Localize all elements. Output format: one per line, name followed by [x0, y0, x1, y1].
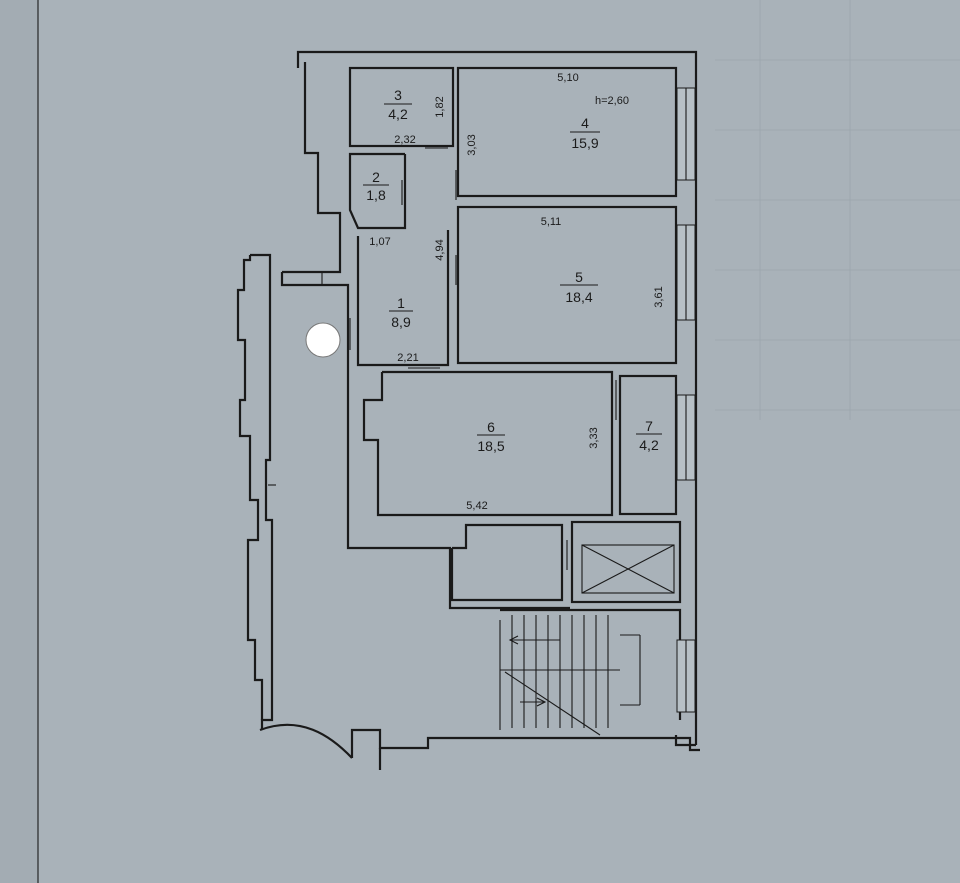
room-3-area: 4,2 [388, 106, 408, 122]
room-4-number: 4 [581, 115, 589, 131]
room-6-number: 6 [487, 419, 495, 435]
room-4-area: 15,9 [571, 135, 598, 151]
bottom-walls [259, 723, 700, 770]
dim-room5-width: 5,11 [541, 216, 562, 228]
paper-margin [0, 0, 38, 883]
fraction-lines [363, 103, 662, 436]
room-2-area: 1,8 [366, 187, 386, 203]
room-1-walls [356, 230, 450, 367]
corridor-wall [236, 253, 274, 730]
room-7-area: 4,2 [639, 437, 659, 453]
dim-room4-depth: 3,03 [466, 134, 478, 155]
dim-room4-width: 5,10 [557, 72, 578, 84]
room-3-walls [348, 66, 455, 148]
room-5-number: 5 [575, 269, 583, 285]
room-6-walls [362, 370, 614, 517]
room-3-number: 3 [394, 87, 402, 103]
windows [676, 87, 696, 713]
room-5-area: 18,4 [565, 289, 592, 305]
room-5-walls [456, 205, 678, 365]
background-grid [715, 0, 960, 420]
door-markers [268, 147, 617, 590]
room-4-walls [456, 66, 678, 198]
dim-room3-depth: 1,82 [434, 96, 446, 117]
dim-room1-bottom: 2,21 [397, 352, 418, 364]
room-2-walls [348, 152, 407, 230]
room-6-area: 18,5 [477, 438, 504, 454]
dim-room1-depth: 4,94 [434, 239, 446, 260]
dim-room6-depth: 3,33 [588, 427, 600, 448]
ceiling-height: h=2,60 [595, 95, 629, 107]
room-7-number: 7 [645, 418, 653, 434]
room-1-number: 1 [397, 295, 405, 311]
room-7-walls [618, 374, 678, 516]
dim-room3-width: 2,32 [394, 134, 415, 146]
service-shafts [450, 520, 682, 604]
location-marker[interactable] [305, 322, 341, 358]
room-2-number: 2 [372, 169, 380, 185]
dim-room1-width: 1,07 [369, 236, 390, 248]
room-1-area: 8,9 [391, 314, 411, 330]
dim-room6-width: 5,42 [466, 500, 487, 512]
dim-room5-depth: 3,61 [653, 286, 665, 307]
